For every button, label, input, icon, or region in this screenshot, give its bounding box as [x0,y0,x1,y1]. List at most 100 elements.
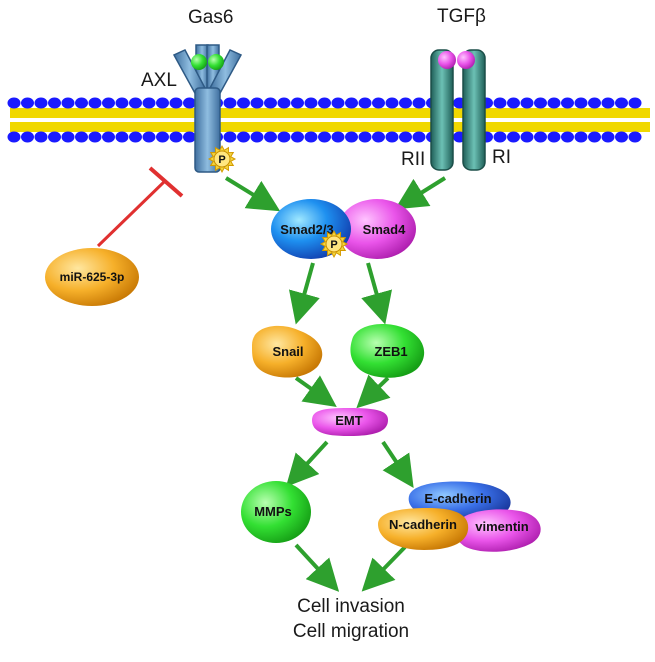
lipid-head [61,97,75,109]
lipid-head [237,97,250,109]
ncadherin-label: N-cadherin [389,517,457,532]
lipid-head [75,131,88,143]
lipid-head [7,131,21,143]
lipid-head [493,131,507,143]
lipid-head [264,97,277,109]
lipid-head [142,131,156,143]
ligand-dot [438,51,456,69]
lipid-head [169,97,183,109]
lipid-head [534,131,547,143]
lipid-head [34,97,48,109]
arrow [294,543,340,592]
lipid-head [399,97,412,109]
lipid-head [331,131,345,143]
mirna-node: miR-625-3p [45,248,139,306]
tgfb-receptor-rii [430,49,454,171]
membrane-outer-leaflet [7,97,642,109]
tgfb-label: TGFβ [437,6,486,27]
ligand-dot [457,51,475,69]
lipid-head [88,97,102,109]
lipid-head [264,131,277,143]
lipid-head [615,131,628,143]
arrow [288,262,320,325]
lipid-head [561,97,574,109]
membrane-tail-band [10,122,650,132]
lipid-head [372,97,385,109]
lipid-head [520,97,534,109]
lipid-head [102,131,115,143]
lipid-head [304,97,318,109]
mirna-label: miR-625-3p [60,270,125,284]
lipid-head [318,97,331,109]
membrane-tail-band [10,108,650,118]
lipid-head [156,131,169,143]
lipid-head [21,97,34,109]
lipid-head [385,131,399,143]
mmps-node: MMPs [241,481,311,543]
outcome-migration-label: Cell migration [293,621,409,642]
ncadherin-node: N-cadherin [378,508,469,550]
lipid-head [399,131,412,143]
arrow [356,374,391,409]
inhibition-arrow [96,166,184,248]
lipid-head [628,97,642,109]
lipid-head [358,97,372,109]
ligand-dot [191,54,207,70]
lipid-head [304,131,318,143]
phospho-label: P [218,154,225,166]
lipid-head [588,131,601,143]
lipid-head [183,97,196,109]
lipid-head [358,131,372,143]
lipid-head [223,97,237,109]
lipid-head [291,97,304,109]
lipid-head [412,131,426,143]
ri-label: RI [492,147,511,168]
lipid-head [601,131,615,143]
lipid-head [75,97,88,109]
tgfb-ligand [438,51,475,69]
lipid-head [331,97,345,109]
lipid-head [115,131,129,143]
lipid-head [21,131,34,143]
lipid-head [520,131,534,143]
lipid-head [115,97,129,109]
lipid-head [48,97,61,109]
lipid-head [345,131,358,143]
smad-phospho-badge: P [319,229,349,259]
lipid-head [601,97,615,109]
arrow [294,375,337,407]
arrow [361,262,393,325]
lipid-head [183,131,196,143]
lipid-head [385,97,399,109]
lipid-head [412,97,426,109]
lipid-head [250,97,264,109]
ligand-dot [208,54,224,70]
activation-arrows [224,176,447,592]
lipid-head [574,97,588,109]
snail-label: Snail [272,344,303,359]
lipid-head [48,131,61,143]
lipid-head [547,97,561,109]
lipid-head [7,97,21,109]
lipid-head [88,131,102,143]
gas6-ligand [191,54,224,70]
lipid-head [493,97,507,109]
axl-label: AXL [141,70,177,91]
phospho-label: P [330,239,337,251]
lipid-head [574,131,588,143]
cell-membrane [7,97,650,143]
lipid-head [61,131,75,143]
arrow [381,440,414,488]
mmps-label: MMPs [254,504,292,519]
lipid-head [534,97,547,109]
arrow [394,176,447,210]
outcome-invasion-label: Cell invasion [297,596,405,617]
emt-label: EMT [335,413,363,428]
lipid-head [102,97,115,109]
lipid-head [345,97,358,109]
ecadherin-label: E-cadherin [424,491,491,506]
smad4-node: Smad4 [338,199,416,259]
gas6-label: Gas6 [188,7,233,28]
lipid-head [547,131,561,143]
zeb1-label: ZEB1 [374,344,407,359]
